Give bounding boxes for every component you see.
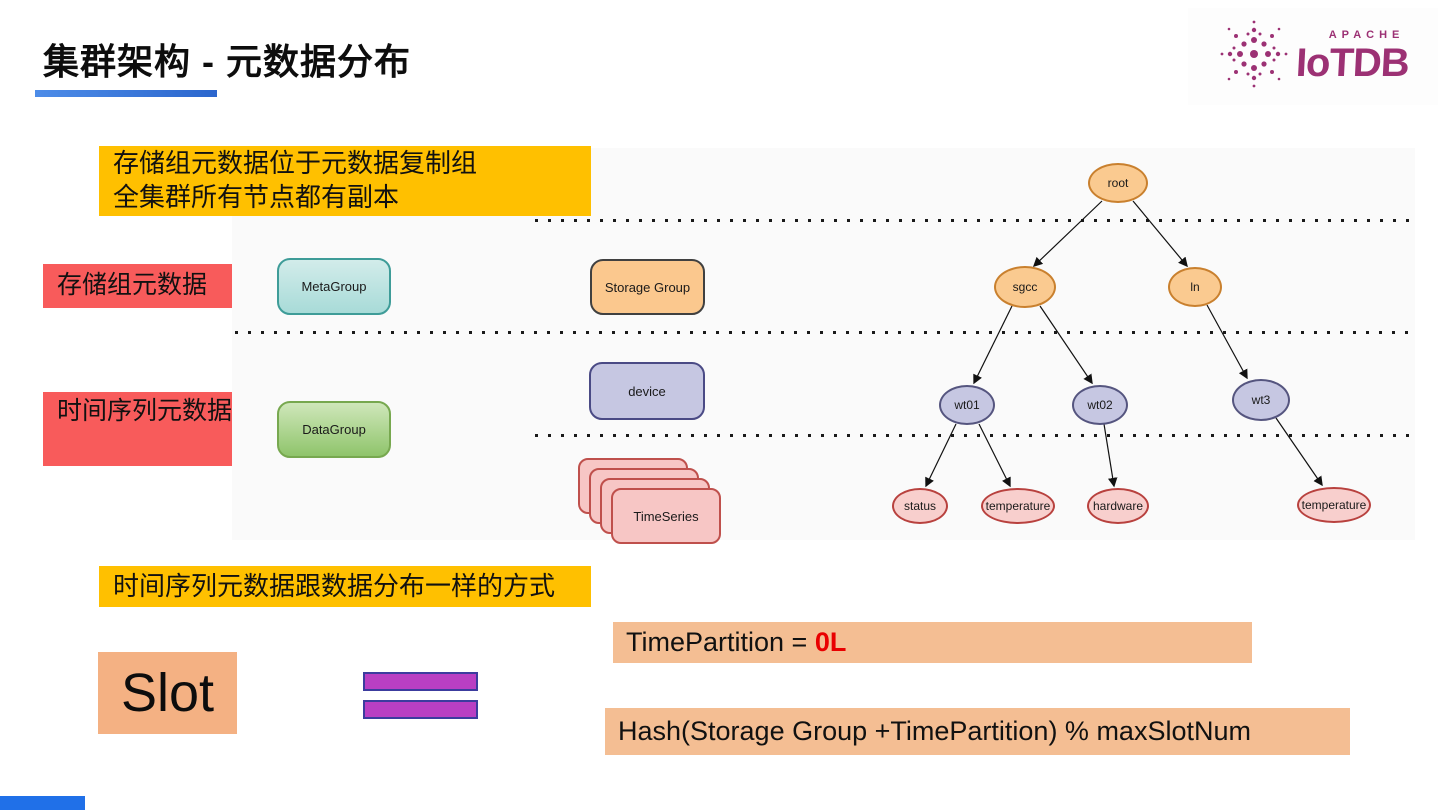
callout-ts-distribution: 时间序列元数据跟数据分布一样的方式 <box>99 566 591 607</box>
dotted-divider-storage-group-level <box>535 219 1412 222</box>
tree-node-wt01: wt01 <box>939 385 995 425</box>
label-timeseries-metadata: 时间序列元数据 <box>43 392 232 466</box>
slot-equals-bar-bottom <box>363 700 478 719</box>
tree-node-temperature-2-label: temperature <box>1301 498 1367 512</box>
datagroup-label: DataGroup <box>302 422 366 437</box>
dotted-divider-device-level <box>235 331 1415 334</box>
formula-time-partition-prefix: TimePartition = <box>626 627 815 657</box>
tree-node-wt3-label: wt3 <box>1251 393 1271 407</box>
tree-node-wt02: wt02 <box>1072 385 1128 425</box>
iotdb-logo-text: APACHE IoTDB <box>1294 29 1410 86</box>
slot-box: Slot <box>98 652 237 734</box>
tree-node-sgcc-label: sgcc <box>1012 280 1038 294</box>
metagroup-label: MetaGroup <box>301 279 367 294</box>
tree-node-wt02-label: wt02 <box>1087 398 1113 412</box>
iotdb-wordmark: IoTDB <box>1294 41 1410 85</box>
tree-node-temperature-1: temperature <box>981 488 1055 524</box>
formula-time-partition-value: 0L <box>814 627 847 657</box>
storage-group-label: Storage Group <box>604 279 691 295</box>
iotdb-logo: APACHE IoTDB <box>1188 8 1438 105</box>
tree-node-hardware-label: hardware <box>1092 499 1144 513</box>
page-title: 集群架构 - 元数据分布 <box>43 41 411 82</box>
tree-node-root: root <box>1088 163 1148 203</box>
callout-metadata-replica: 存储组元数据位于元数据复制组 全集群所有节点都有副本 <box>99 146 591 216</box>
device-box: device <box>589 362 705 420</box>
iotdb-burst-icon <box>1218 18 1290 95</box>
tree-node-wt3: wt3 <box>1232 379 1290 421</box>
tree-node-status: status <box>892 488 948 524</box>
tree-node-ln-label: ln <box>1190 280 1200 294</box>
formula-time-partition: TimePartition = 0L <box>613 622 1252 663</box>
title-underline <box>35 90 217 97</box>
slot-label: Slot <box>120 663 215 723</box>
tree-node-temperature-1-label: temperature <box>985 499 1051 513</box>
tree-node-temperature-2: temperature <box>1297 487 1371 523</box>
device-label: device <box>628 383 666 399</box>
tree-node-hardware: hardware <box>1087 488 1149 524</box>
timeseries-label: TimeSeries <box>633 508 699 524</box>
tree-node-ln: ln <box>1168 267 1222 307</box>
datagroup-box: DataGroup <box>277 401 391 458</box>
callout-metadata-replica-line1: 存储组元数据位于元数据复制组 <box>113 149 478 178</box>
slot-equals-bar-top <box>363 672 478 691</box>
timeseries-card-front: TimeSeries <box>611 488 721 544</box>
corner-accent-bar <box>0 796 85 810</box>
label-storage-group-metadata: 存储组元数据 <box>43 264 232 308</box>
tree-node-status-label: status <box>903 499 936 513</box>
tree-node-wt01-label: wt01 <box>954 398 980 412</box>
dotted-divider-timeseries-level <box>535 434 1415 437</box>
tree-node-sgcc: sgcc <box>994 266 1056 308</box>
callout-metadata-replica-line2: 全集群所有节点都有副本 <box>113 183 400 212</box>
tree-node-root-label: root <box>1107 176 1129 190</box>
apache-wordmark: APACHE <box>1328 29 1405 41</box>
formula-hash: Hash(Storage Group +TimePartition) % max… <box>605 708 1350 755</box>
storage-group-box: Storage Group <box>590 259 705 315</box>
metagroup-box: MetaGroup <box>277 258 391 315</box>
